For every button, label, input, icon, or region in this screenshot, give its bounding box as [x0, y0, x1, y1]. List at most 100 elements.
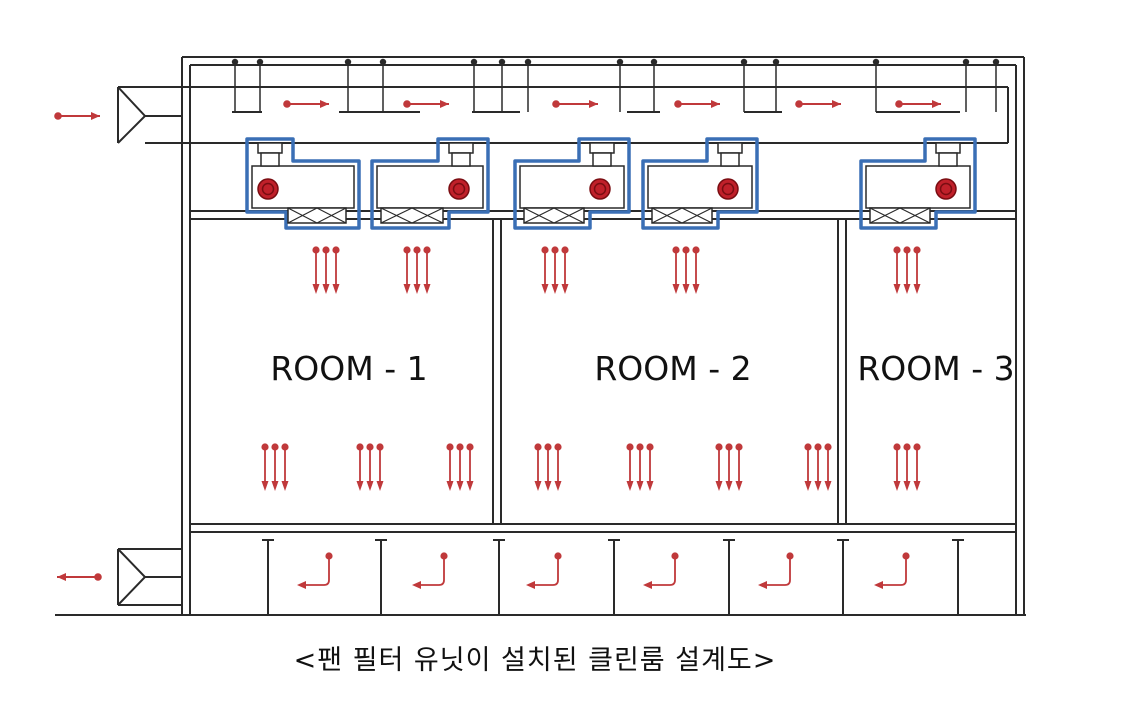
corner-arrow-icon	[874, 581, 883, 589]
arrow-down-icon	[376, 481, 384, 491]
arrow-down-icon	[814, 481, 822, 491]
fan-hub	[939, 182, 953, 196]
arrow-down-icon	[913, 284, 921, 294]
fan-hub	[261, 182, 275, 196]
duct-system	[117, 58, 1009, 606]
arrow-down-icon	[332, 284, 340, 294]
duct-flow-arrow-5	[795, 100, 841, 108]
arrow-down-icon	[636, 481, 644, 491]
corner-arrow-icon	[297, 581, 306, 589]
upper-downflow-4	[672, 246, 700, 294]
arrow-head	[589, 100, 598, 108]
room-3-label: ROOM - 3	[857, 349, 1014, 388]
arrow-down-icon	[356, 481, 364, 491]
room-2-label: ROOM - 2	[594, 349, 751, 388]
arrow-down-icon	[903, 481, 911, 491]
upper-downflow-2	[403, 246, 431, 294]
diagram-caption: <팬 필터 유닛이 설치된 클린룸 설계도>	[0, 638, 1130, 677]
fan-housing	[717, 142, 743, 154]
supply-duct-inlet	[117, 86, 147, 144]
fan-filter-unit-4	[641, 137, 759, 230]
arrow-down-icon	[534, 481, 542, 491]
airflow-arrows	[54, 100, 941, 589]
fan-filter-unit-5	[859, 137, 977, 230]
fan-neck	[938, 152, 958, 167]
arrow-down-icon	[322, 284, 330, 294]
building-structure	[55, 56, 1026, 616]
unit-outline	[859, 137, 977, 230]
unit-outline	[641, 137, 759, 230]
arrow-down-icon	[554, 481, 562, 491]
hanger-point-8	[616, 58, 624, 66]
filter-icon	[651, 207, 713, 224]
room-1-label: ROOM - 1	[270, 349, 427, 388]
arrow-head	[320, 100, 329, 108]
hanger-point-10	[740, 58, 748, 66]
fan-housing	[935, 142, 961, 154]
hanger-point-2	[256, 58, 264, 66]
fan-icon	[717, 178, 739, 200]
arrow-down-icon	[626, 481, 634, 491]
hanger-point-12	[872, 58, 880, 66]
arrow-shaft	[651, 556, 676, 586]
fan-housing	[589, 142, 615, 154]
fan-icon	[448, 178, 470, 200]
hanger-point-1	[231, 58, 239, 66]
unit-outline	[245, 137, 361, 230]
arrow-shaft	[420, 556, 445, 586]
filter-icon	[869, 207, 931, 224]
arrow-shaft	[305, 556, 330, 586]
arrow-down-icon	[423, 284, 431, 294]
arrow-head	[832, 100, 841, 108]
arrow-down-icon	[682, 284, 690, 294]
arrow-down-icon	[893, 481, 901, 491]
upper-downflow-3	[541, 246, 569, 294]
corner-arrow-icon	[526, 581, 535, 589]
arrow-down-icon	[893, 284, 901, 294]
hanger-point-6	[498, 58, 506, 66]
unit-outline	[370, 137, 490, 230]
supply-air-arrow	[54, 112, 100, 120]
filter-icon	[287, 207, 347, 224]
arrow-down-icon	[544, 481, 552, 491]
arrow-head	[440, 100, 449, 108]
arrow-down-icon	[715, 481, 723, 491]
fan-filter-units	[245, 137, 977, 230]
filter-pleat	[523, 207, 585, 224]
return-air-arrow-1	[297, 552, 333, 589]
hanger-point-4	[379, 58, 387, 66]
arrow-down-icon	[403, 284, 411, 294]
arrow-down-icon	[735, 481, 743, 491]
arrow-head	[711, 100, 720, 108]
arrow-down-icon	[446, 481, 454, 491]
arrow-head	[932, 100, 941, 108]
fan-icon	[589, 178, 611, 200]
return-air-arrow-4	[643, 552, 679, 589]
fan-hub	[452, 182, 466, 196]
arrow-down-icon	[312, 284, 320, 294]
arrow-shaft	[766, 556, 791, 586]
arrow-down-icon	[692, 284, 700, 294]
fan-housing	[257, 142, 283, 154]
arrow-down-icon	[281, 481, 289, 491]
fan-housing	[448, 142, 474, 154]
fan-filter-unit-1	[245, 137, 361, 230]
lower-downflow-4	[534, 443, 562, 491]
hanger-point-9	[650, 58, 658, 66]
arrow-down-icon	[366, 481, 374, 491]
exhaust-duct-outlet	[117, 548, 147, 606]
arrow-head	[57, 573, 66, 581]
filter-icon	[380, 207, 444, 224]
caption-text: <팬 필터 유닛이 설치된 클린룸 설계도>	[293, 645, 777, 676]
duct-flow-arrow-3	[552, 100, 598, 108]
lower-downflow-3	[446, 443, 474, 491]
filter-pleat	[287, 207, 347, 224]
arrow-down-icon	[561, 284, 569, 294]
hanger-point-13	[962, 58, 970, 66]
lower-downflow-5	[626, 443, 654, 491]
filter-pleat	[651, 207, 713, 224]
duct-flow-arrow-2	[403, 100, 449, 108]
corner-arrow-icon	[758, 581, 767, 589]
fan-icon	[935, 178, 957, 200]
